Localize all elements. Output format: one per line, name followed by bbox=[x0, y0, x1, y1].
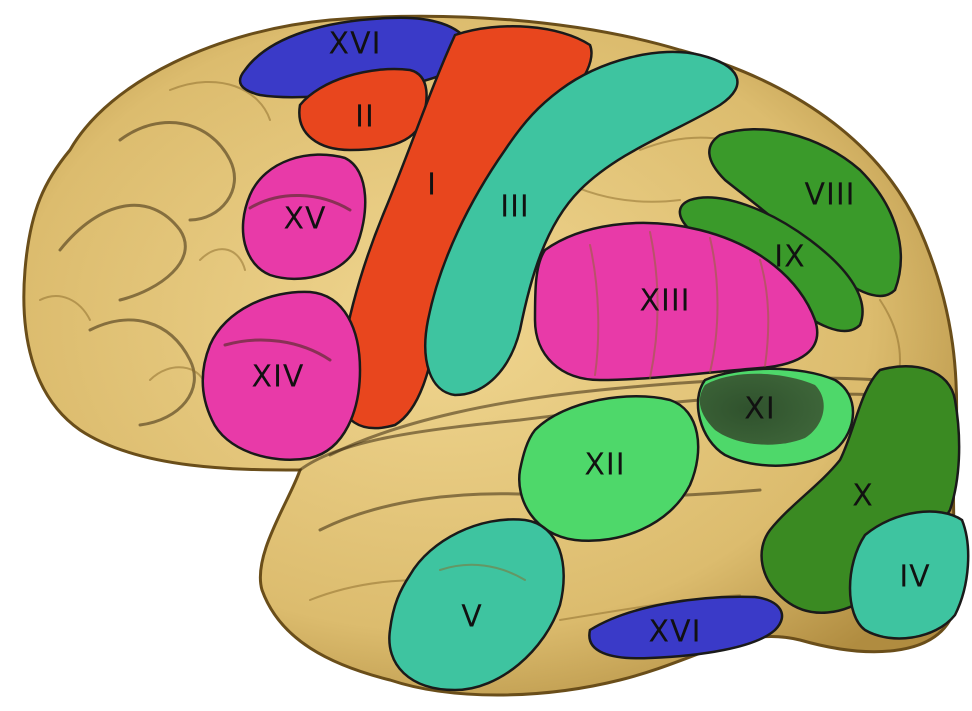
region-xvi-top-label: XVI bbox=[329, 27, 382, 62]
region-xi-label: XI bbox=[744, 392, 775, 427]
region-ii-label: II bbox=[355, 100, 375, 135]
region-viii-label: VIII bbox=[804, 178, 855, 213]
region-x-label: X bbox=[852, 479, 874, 514]
region-xi: XI bbox=[698, 369, 853, 466]
region-iv-label: IV bbox=[899, 560, 930, 595]
region-xiv-label: XIV bbox=[252, 360, 305, 395]
region-xvi-bottom-label: XVI bbox=[649, 615, 702, 650]
region-xv-label: XV bbox=[283, 202, 326, 237]
region-v-label: V bbox=[461, 600, 483, 635]
region-i-label: I bbox=[427, 168, 437, 203]
region-iii-label: III bbox=[500, 190, 530, 225]
region-xii-label: XII bbox=[584, 448, 625, 483]
region-xiii-label: XIII bbox=[639, 284, 690, 319]
